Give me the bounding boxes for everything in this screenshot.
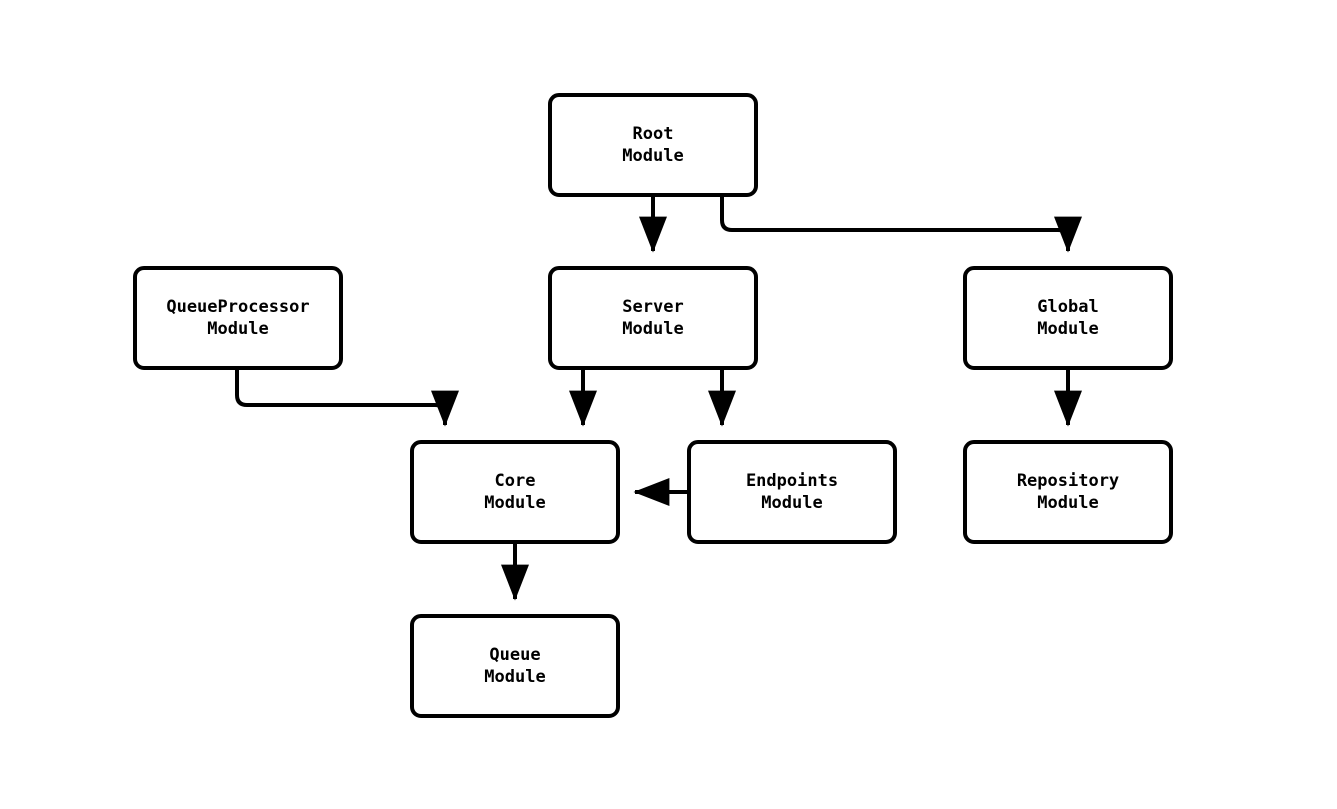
- node-queue-line2: Module: [484, 667, 546, 687]
- edge-queueprocessor-to-core: [235, 370, 459, 427]
- node-global[interactable]: Global Module: [963, 266, 1173, 370]
- node-queueprocessor-line1: QueueProcessor: [166, 297, 310, 317]
- node-queueprocessor[interactable]: QueueProcessor Module: [133, 266, 343, 370]
- node-global-line2: Module: [1037, 319, 1099, 339]
- node-core-line2: Module: [484, 493, 546, 513]
- node-endpoints[interactable]: Endpoints Module: [687, 440, 897, 544]
- node-repository-line2: Module: [1037, 493, 1099, 513]
- node-queueprocessor-line2: Module: [207, 319, 269, 339]
- node-queue[interactable]: Queue Module: [410, 614, 620, 718]
- node-repository-line1: Repository: [1016, 471, 1120, 491]
- node-server[interactable]: Server Module: [548, 266, 758, 370]
- node-core[interactable]: Core Module: [410, 440, 620, 544]
- node-endpoints-line2: Module: [761, 493, 823, 513]
- node-root-line2: Module: [622, 146, 684, 166]
- node-server-line2: Module: [622, 319, 684, 339]
- node-queue-line1: Queue: [489, 645, 541, 665]
- node-server-line1: Server: [622, 297, 684, 317]
- node-core-line1: Core: [494, 471, 536, 491]
- node-root[interactable]: Root Module: [548, 93, 758, 197]
- node-endpoints-line1: Endpoints: [745, 471, 839, 491]
- edge-root-to-global: [720, 197, 1082, 253]
- node-repository[interactable]: Repository Module: [963, 440, 1173, 544]
- node-global-line1: Global: [1037, 297, 1099, 317]
- node-root-line1: Root: [632, 124, 674, 144]
